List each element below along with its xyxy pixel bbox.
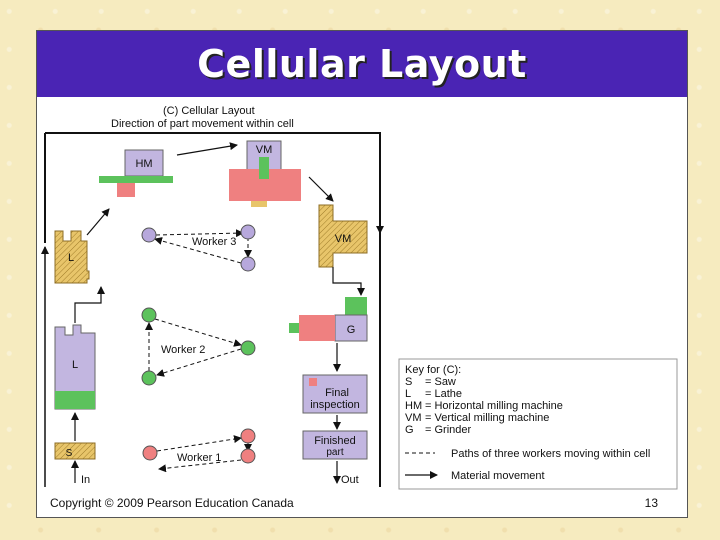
vm-right-machine: VM bbox=[318, 204, 368, 268]
diagram-subheading: Direction of part movement within cell bbox=[111, 118, 294, 130]
saw-machine: S bbox=[54, 442, 96, 460]
key-code-l: L bbox=[405, 388, 411, 400]
lathe-top-machine: L bbox=[54, 230, 90, 284]
vm-top-machine: VM bbox=[229, 140, 301, 207]
hm-machine: HM bbox=[99, 149, 173, 197]
key-code-s: S bbox=[405, 376, 412, 388]
worker-2-path: Worker 2 bbox=[141, 307, 256, 386]
key-material-label: Material movement bbox=[451, 470, 545, 482]
worker-3-station-b bbox=[240, 224, 256, 240]
key-desc-g: = Grinder bbox=[425, 424, 471, 436]
flow-arrow-hm-to-vm bbox=[176, 142, 238, 156]
diagram-heading: (C) Cellular Layout bbox=[163, 105, 255, 117]
worker-2-label: Worker 2 bbox=[161, 344, 205, 356]
worker-1-path: Worker 1 bbox=[142, 428, 256, 473]
final-inspection-line1: Final bbox=[325, 387, 349, 399]
worker-2-station-a bbox=[141, 307, 157, 323]
key-desc-l: = Lathe bbox=[425, 388, 462, 400]
lathe-top-label: L bbox=[68, 252, 74, 264]
flow-arrow-vm-to-g bbox=[332, 267, 365, 296]
key-code-g: G bbox=[405, 424, 414, 436]
key-code-vm: VM bbox=[405, 412, 422, 424]
grinder-label: G bbox=[347, 324, 356, 336]
finished-line1: Finished bbox=[314, 435, 356, 447]
vm-top-label: VM bbox=[256, 144, 273, 156]
key-box: Key for (C): S = Saw L = Lathe HM = Hori… bbox=[398, 358, 678, 490]
worker-1-station-c bbox=[240, 448, 256, 464]
page-number: 13 bbox=[644, 496, 658, 510]
worker-3-station-a bbox=[141, 227, 157, 243]
worker-3-path: Worker 3 bbox=[141, 224, 256, 272]
worker-3-station-c bbox=[240, 256, 256, 272]
final-inspection-station: Final inspection bbox=[302, 374, 368, 414]
saw-label: S bbox=[66, 448, 73, 459]
key-paths-label: Paths of three workers moving within cel… bbox=[451, 448, 650, 460]
key-desc-hm: = Horizontal milling machine bbox=[425, 400, 563, 412]
finished-line2: part bbox=[326, 447, 343, 458]
grinder-machine: G bbox=[289, 297, 368, 342]
finished-part-station: Finished part bbox=[302, 430, 368, 460]
worker-1-station-a bbox=[142, 445, 158, 461]
lathe-bottom-label: L bbox=[72, 359, 78, 371]
cellular-layout-diagram: (C) Cellular Layout Direction of part mo… bbox=[41, 105, 678, 490]
flow-arrow-l2-to-l1 bbox=[74, 286, 105, 323]
in-label: In bbox=[81, 474, 90, 486]
vm-right-label: VM bbox=[335, 233, 352, 245]
worker-3-label: Worker 3 bbox=[192, 236, 236, 248]
copyright-text: Copyright © 2009 Pearson Education Canad… bbox=[50, 496, 294, 510]
key-desc-vm: = Vertical milling machine bbox=[425, 412, 549, 424]
key-desc-s: = Saw bbox=[425, 376, 456, 388]
flow-arrow-l-to-hm bbox=[86, 208, 110, 236]
key-code-hm: HM bbox=[405, 400, 422, 412]
worker-2-station-c bbox=[141, 370, 157, 386]
lathe-bottom-machine: L bbox=[54, 324, 96, 410]
worker-1-label: Worker 1 bbox=[177, 452, 221, 464]
flow-arrow-vm-to-vm bbox=[308, 176, 334, 202]
hm-label: HM bbox=[135, 158, 152, 170]
slide: Cellular Layout (C) Cellular Layout Dire… bbox=[36, 30, 688, 518]
title-bar: Cellular Layout bbox=[37, 31, 687, 97]
slide-title: Cellular Layout bbox=[197, 42, 527, 86]
worker-2-station-b bbox=[240, 340, 256, 356]
slide-footer: Copyright © 2009 Pearson Education Canad… bbox=[36, 494, 686, 514]
out-label: Out bbox=[341, 474, 359, 486]
cell-boundary bbox=[45, 132, 381, 487]
worker-1-station-b bbox=[240, 428, 256, 444]
key-title: Key for (C): bbox=[405, 364, 461, 376]
final-inspection-line2: inspection bbox=[310, 399, 360, 411]
